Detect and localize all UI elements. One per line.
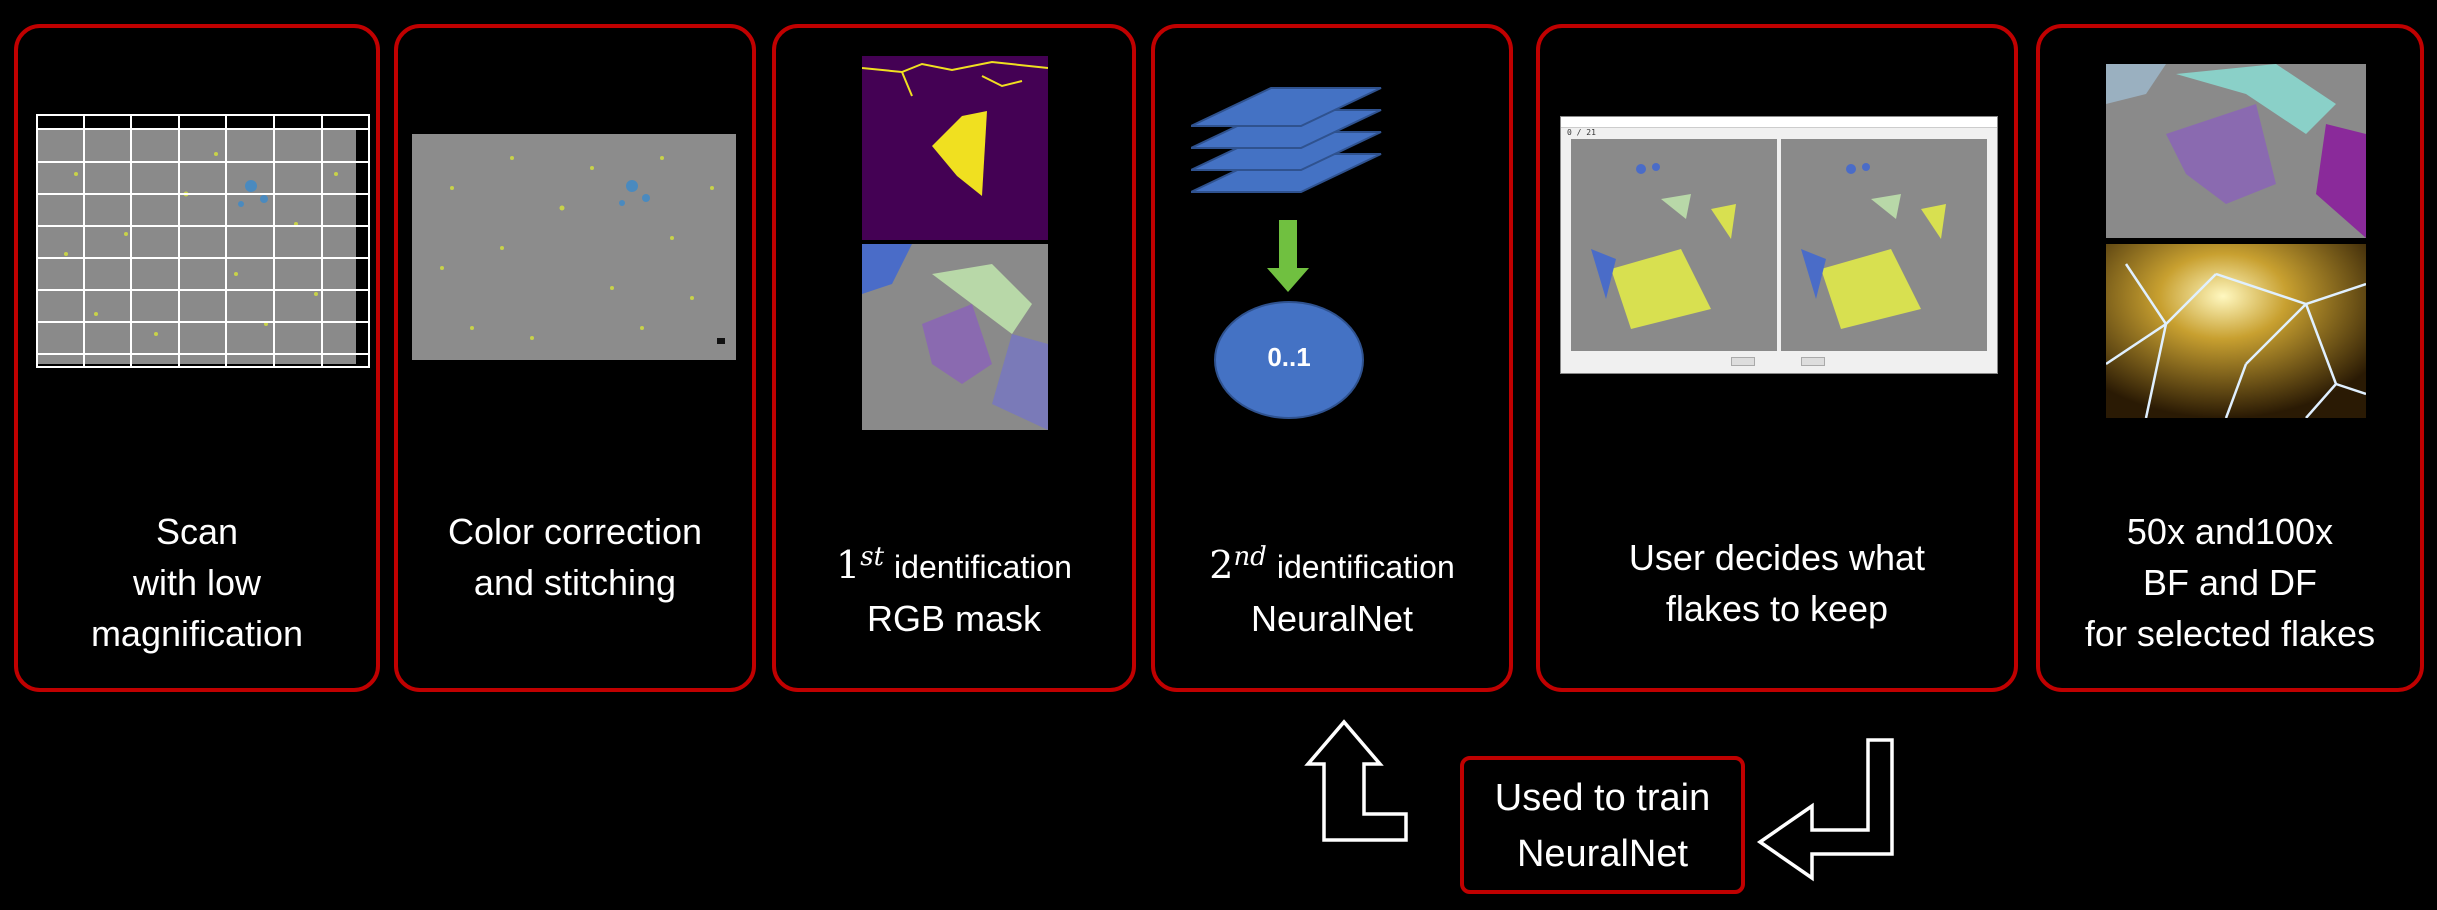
step-caption: 2nd identification NeuralNet <box>1209 542 1455 639</box>
output-node <box>1214 301 1364 419</box>
train-neuralnet-box: Used to train NeuralNet <box>1460 756 1745 894</box>
step-user-decides: 0 / 21 User decides what flakes to keep <box>1536 24 2018 692</box>
step-scan: Scan with low magnification <box>14 24 380 692</box>
arrow-return-left-icon <box>1756 738 1894 882</box>
window-title: 0 / 21 <box>1567 128 1596 137</box>
step-caption: 50x and100x BF and DF for selected flake… <box>2084 511 2376 654</box>
arrow-down-icon <box>1267 220 1309 292</box>
step-color-correction: Color correction and stitching <box>394 24 756 692</box>
ordinal-suffix: st <box>860 542 885 572</box>
dark-field-image <box>2106 244 2366 418</box>
scan-grid-image <box>36 114 370 368</box>
neuralnet-diagram <box>1191 87 1382 419</box>
step-caption: Scan with low magnification <box>90 511 304 654</box>
flake-photo <box>862 244 1048 430</box>
window-button <box>1801 357 1825 366</box>
node-label: 0..1 <box>1267 342 1311 372</box>
stitched-image <box>412 128 744 368</box>
step-caption: Color correction and stitching <box>447 511 703 603</box>
ordinal-suffix: nd <box>1233 542 1267 572</box>
rgb-mask-image <box>862 56 1048 240</box>
step-caption: 1st identification RGB mask <box>836 542 1072 639</box>
step-high-magnification: 50x and100x BF and DF for selected flake… <box>2036 24 2424 692</box>
step-second-identification: 0..1 2nd identification NeuralNet <box>1151 24 1513 692</box>
bright-field-image <box>2106 64 2366 238</box>
step-first-identification: 1st identification RGB mask <box>772 24 1136 692</box>
ordinal: 1 <box>836 543 861 587</box>
arrow-up-return-icon <box>1304 719 1408 842</box>
layer-stack-icon <box>1191 87 1382 193</box>
window-button <box>1731 357 1755 366</box>
step-caption: User decides what flakes to keep <box>1628 537 1926 629</box>
ordinal: 2 <box>1209 543 1234 587</box>
window-titlebar <box>1561 117 1997 128</box>
app-window-screenshot: 0 / 21 <box>1560 116 1998 374</box>
